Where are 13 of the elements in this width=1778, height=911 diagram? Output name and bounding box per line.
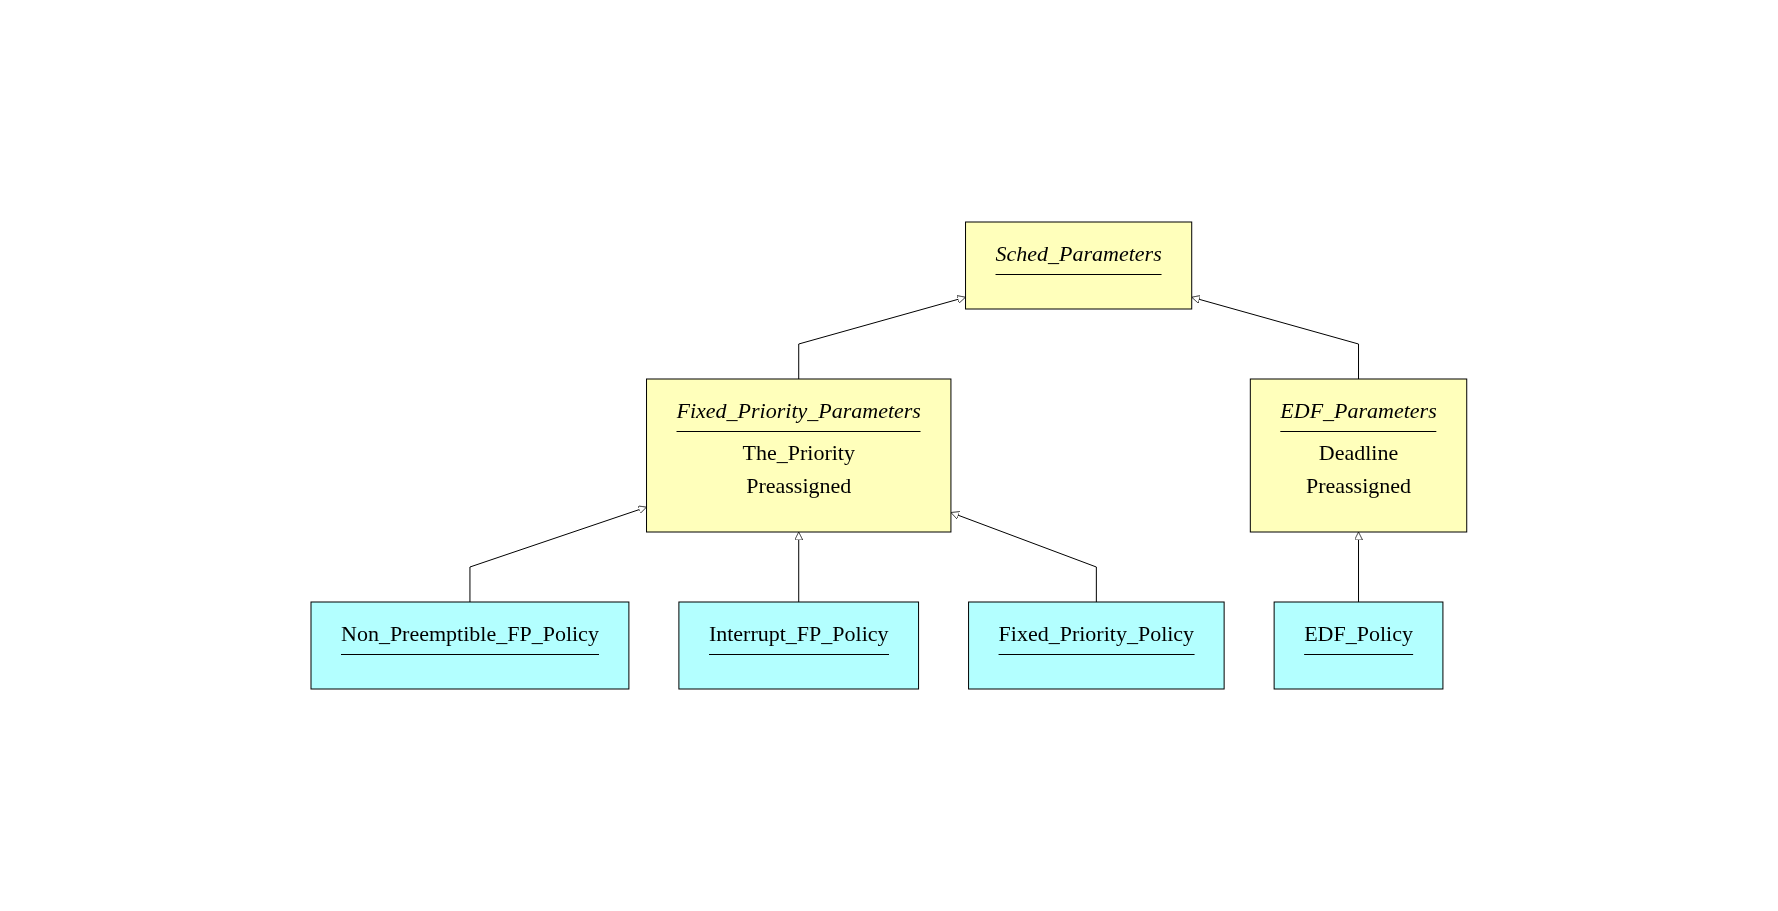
node-box: Fixed_Priority_Parameters The_Priority Preassigned bbox=[646, 378, 952, 533]
node-box: Fixed_Priority_Policy bbox=[968, 601, 1225, 690]
arrow bbox=[798, 295, 967, 380]
node-box: EDF_Policy bbox=[1273, 601, 1444, 690]
arrow bbox=[1354, 531, 1364, 603]
node-box: Non_Preemptible_FP_Policy bbox=[310, 601, 630, 690]
arrow bbox=[794, 531, 804, 603]
arrow bbox=[1191, 295, 1360, 380]
node-box: Interrupt_FP_Policy bbox=[678, 601, 920, 690]
node-box: Sched_Parameters bbox=[965, 221, 1193, 310]
node-box: EDF_Parameters Deadline Preassigned bbox=[1249, 378, 1468, 533]
arrow bbox=[950, 511, 1097, 603]
arrow bbox=[469, 505, 648, 603]
